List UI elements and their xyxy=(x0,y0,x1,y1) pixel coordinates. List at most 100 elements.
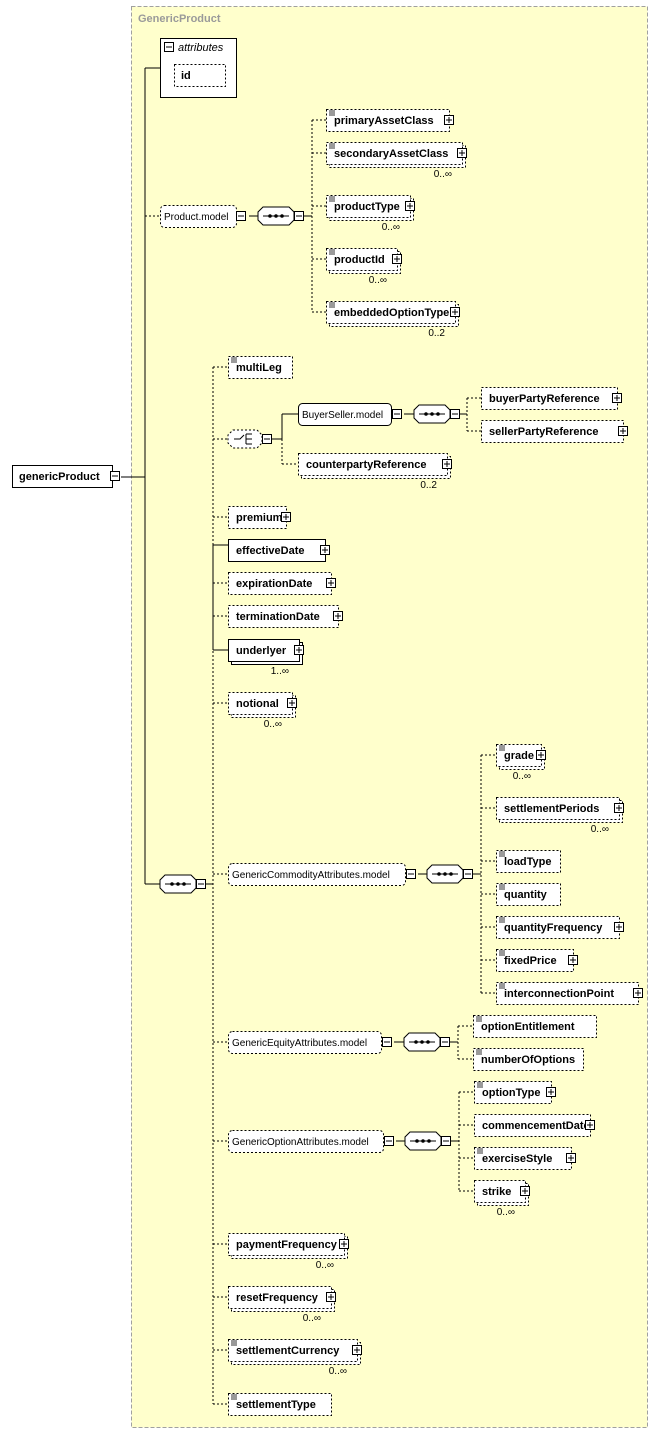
expand-icon[interactable] xyxy=(585,1120,595,1130)
expand-icon[interactable] xyxy=(281,512,291,522)
attributes-box: attributes id xyxy=(160,38,237,98)
collapse-icon[interactable] xyxy=(406,869,416,879)
expand-icon[interactable] xyxy=(320,545,330,555)
expand-icon[interactable] xyxy=(287,698,297,708)
group-product-model[interactable]: Product.model xyxy=(160,205,246,228)
expand-icon[interactable] xyxy=(618,426,628,436)
root-element-generic-product[interactable]: genericProduct xyxy=(12,465,120,488)
collapse-icon[interactable] xyxy=(384,1136,394,1146)
choice-compositor[interactable] xyxy=(227,429,272,449)
sequence-compositor-main[interactable] xyxy=(159,874,206,894)
expand-icon[interactable] xyxy=(546,1087,556,1097)
expand-icon[interactable] xyxy=(612,393,622,403)
group-commodity-model[interactable]: GenericCommodityAttributes.model xyxy=(228,863,416,886)
element-label: productType xyxy=(334,201,400,213)
sequence-compositor-buyer-seller[interactable] xyxy=(413,404,460,424)
cardinality: 0..∞ xyxy=(513,771,531,782)
group-option-model[interactable]: GenericOptionAttributes.model xyxy=(228,1130,394,1153)
expand-icon[interactable] xyxy=(566,1153,576,1163)
elements: primaryAssetClass secondaryAssetClass0..∞… xyxy=(228,109,643,1416)
element-label: exerciseStyle xyxy=(482,1153,552,1165)
element-label: embeddedOptionType xyxy=(334,307,449,319)
group-label: GenericCommodityAttributes.model xyxy=(232,870,390,881)
element-expiration-date[interactable]: expirationDate xyxy=(228,572,336,595)
element-load-type[interactable]: loadType xyxy=(496,850,561,873)
sequence-compositor-product-model[interactable] xyxy=(257,206,304,226)
collapse-icon[interactable] xyxy=(392,409,402,419)
sequence-compositor-equity[interactable] xyxy=(403,1032,450,1052)
collapse-icon[interactable] xyxy=(294,211,304,221)
collapse-icon[interactable] xyxy=(262,434,272,444)
element-seller-party-reference[interactable]: sellerPartyReference xyxy=(481,420,628,443)
element-label: paymentFrequency xyxy=(236,1239,338,1251)
expand-icon[interactable] xyxy=(339,1239,349,1249)
expand-icon[interactable] xyxy=(450,307,460,317)
element-effective-date[interactable]: effectiveDate xyxy=(228,539,330,562)
collapse-icon[interactable] xyxy=(164,42,174,52)
element-quantity[interactable]: quantity xyxy=(496,883,561,906)
element-commencement-date[interactable]: commencementDate xyxy=(474,1114,595,1137)
expand-icon[interactable] xyxy=(536,750,546,760)
element-option-type[interactable]: optionType xyxy=(474,1081,556,1104)
element-option-entitlement[interactable]: optionEntitlement xyxy=(473,1015,597,1038)
expand-icon[interactable] xyxy=(110,471,120,481)
element-primary-asset-class[interactable]: primaryAssetClass xyxy=(326,109,454,132)
element-label: settlementType xyxy=(236,1399,316,1411)
element-label: premium xyxy=(236,512,283,524)
element-label: resetFrequency xyxy=(236,1292,319,1304)
attribute-id[interactable] xyxy=(174,64,226,87)
expand-icon[interactable] xyxy=(333,611,343,621)
sequence-compositor-option[interactable] xyxy=(404,1131,451,1151)
element-premium[interactable]: premium xyxy=(228,506,291,529)
element-label: multiLeg xyxy=(236,362,282,374)
collapse-icon[interactable] xyxy=(463,869,473,879)
element-termination-date[interactable]: terminationDate xyxy=(228,605,343,628)
expand-icon[interactable] xyxy=(568,955,578,965)
element-number-of-options[interactable]: numberOfOptions xyxy=(473,1048,584,1071)
expand-icon[interactable] xyxy=(442,459,452,469)
expand-icon[interactable] xyxy=(614,803,624,813)
optional-connector-lines xyxy=(145,119,496,1405)
expand-icon[interactable] xyxy=(392,254,402,264)
collapse-icon[interactable] xyxy=(236,211,246,221)
element-label: settlementPeriods xyxy=(504,803,599,815)
expand-icon[interactable] xyxy=(326,578,336,588)
expand-icon[interactable] xyxy=(614,922,624,932)
collapse-icon[interactable] xyxy=(441,1136,451,1146)
collapse-icon[interactable] xyxy=(196,879,206,889)
element-exercise-style[interactable]: exerciseStyle xyxy=(474,1147,576,1170)
collapse-icon[interactable] xyxy=(440,1037,450,1047)
expand-icon[interactable] xyxy=(326,1292,336,1302)
sequence-compositor-commodity[interactable] xyxy=(426,864,473,884)
expand-icon[interactable] xyxy=(520,1186,530,1196)
collapse-icon[interactable] xyxy=(382,1037,392,1047)
group-equity-model[interactable]: GenericEquityAttributes.model xyxy=(228,1031,392,1054)
expand-icon[interactable] xyxy=(633,988,643,998)
element-interconnection-point[interactable]: interconnectionPoint xyxy=(496,982,643,1005)
expand-icon[interactable] xyxy=(405,201,415,211)
expand-icon[interactable] xyxy=(457,148,467,158)
expand-icon[interactable] xyxy=(444,115,454,125)
element-multi-leg[interactable]: multiLeg xyxy=(228,356,293,379)
element-quantity-frequency[interactable]: quantityFrequency xyxy=(496,916,624,939)
expand-icon[interactable] xyxy=(352,1345,362,1355)
element-buyer-party-reference[interactable]: buyerPartyReference xyxy=(481,387,622,410)
group-buyer-seller-model[interactable]: BuyerSeller.model xyxy=(298,403,402,426)
element-fixed-price[interactable]: fixedPrice xyxy=(496,949,578,972)
element-settlement-type[interactable]: settlementType xyxy=(228,1393,332,1416)
expand-icon[interactable] xyxy=(294,645,304,655)
collapse-icon[interactable] xyxy=(450,409,460,419)
